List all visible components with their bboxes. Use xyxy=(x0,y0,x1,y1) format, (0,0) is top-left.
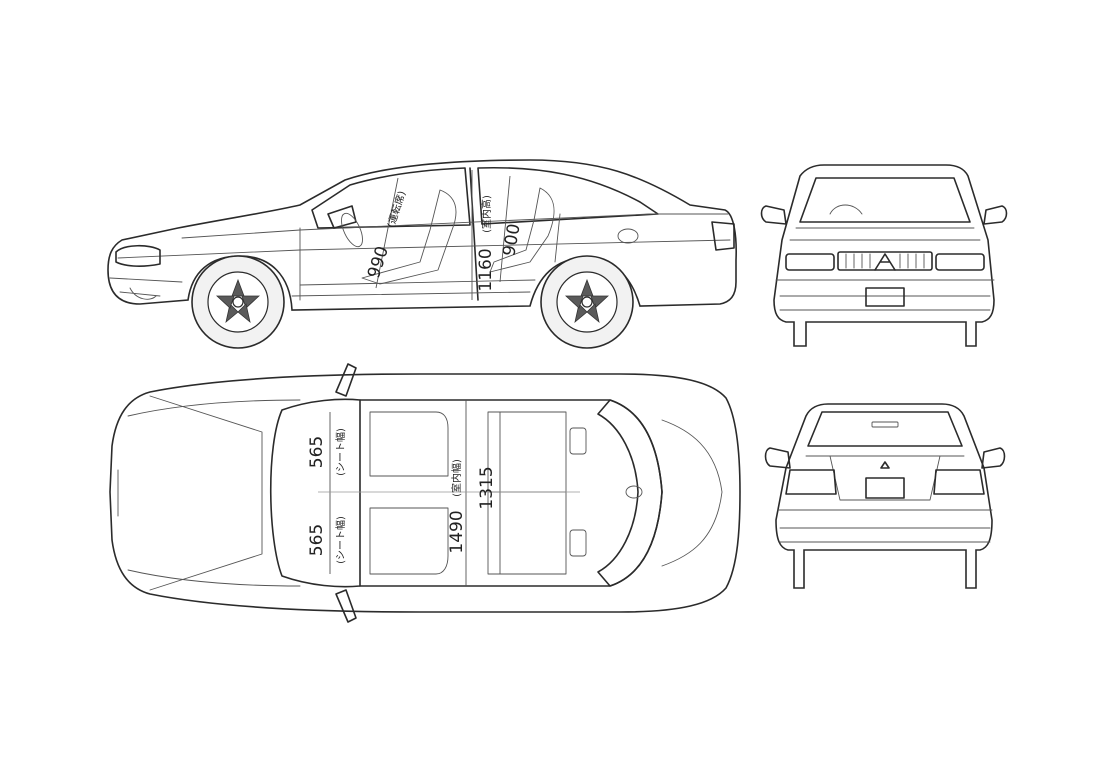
rear-emblem-icon xyxy=(880,461,890,469)
top-rear-window xyxy=(597,399,663,587)
front-mirror-left xyxy=(760,205,787,225)
front-emblem-icon xyxy=(874,253,896,271)
front-grille-bars xyxy=(845,253,925,269)
side-mirror xyxy=(327,205,357,229)
rear-taillamp-right xyxy=(933,469,985,495)
top-dim-track-value: 1315 xyxy=(477,466,497,509)
top-dim-interior-width-value: 1490 xyxy=(447,510,467,553)
side-view: 990 (運転席) 1160 (室内高) 900 xyxy=(107,159,737,349)
side-rear-wheel xyxy=(540,255,634,349)
top-front-seat-left xyxy=(369,411,449,477)
side-taillamp xyxy=(711,221,735,251)
rear-mirror-left xyxy=(764,447,791,469)
side-front-wheel xyxy=(191,255,285,349)
rear-third-brake-light xyxy=(871,421,899,428)
side-dim-rear-line xyxy=(499,175,511,283)
front-grille xyxy=(837,251,933,271)
rear-mirror-right xyxy=(981,447,1006,469)
top-rear-deck-vent-right xyxy=(569,529,587,557)
top-rear-deck-vent-left xyxy=(569,427,587,455)
front-mirror-right xyxy=(983,205,1008,225)
top-windshield xyxy=(269,398,361,588)
side-b-pillar xyxy=(469,167,479,301)
rear-window xyxy=(807,411,963,447)
side-rocker xyxy=(291,279,536,297)
front-headlamp-left xyxy=(785,253,835,271)
front-license-plate xyxy=(865,287,905,307)
side-dim-driver-line xyxy=(375,177,399,289)
rear-license-plate xyxy=(865,477,905,499)
top-mirror-left xyxy=(335,363,357,397)
rear-body-outline xyxy=(775,403,993,589)
rear-view xyxy=(764,403,1006,589)
side-beltline xyxy=(181,213,729,239)
top-mirror-right xyxy=(335,589,357,623)
side-dim-height-label: (室内高) xyxy=(480,195,493,233)
rear-bumper xyxy=(777,509,993,543)
top-body-outline xyxy=(109,373,741,613)
front-headlamp-right xyxy=(935,253,985,271)
side-front-seat xyxy=(361,189,457,285)
top-dim-seat-front-label: (シート幅) xyxy=(334,428,347,476)
side-front-bumper xyxy=(109,277,183,300)
top-front-seat-right xyxy=(369,507,449,575)
top-dim-interior-width-label: (室内幅) xyxy=(450,459,463,497)
top-view: 565 (シート幅) 565 (シート幅) 1490 (室内幅) 1315 xyxy=(109,363,741,623)
side-dim-height-value: 1160 xyxy=(476,248,496,291)
top-trunk-lines xyxy=(661,419,723,567)
side-headlamp xyxy=(115,244,161,267)
rear-taillamp-left xyxy=(785,469,837,495)
top-trunk-emblem xyxy=(625,485,643,499)
side-window-rear xyxy=(477,166,659,225)
front-windshield xyxy=(799,177,971,223)
top-hood-lines xyxy=(117,395,301,591)
side-fuel-door xyxy=(617,228,639,244)
top-dim-seat-rear-label: (シート幅) xyxy=(334,516,347,564)
top-dim-seat-rear-value: 565 xyxy=(307,524,327,556)
front-hood-lines xyxy=(789,204,981,241)
front-bumper xyxy=(775,279,995,311)
side-window-front xyxy=(311,167,471,229)
side-steering-wheel xyxy=(341,212,363,248)
top-dim-seat-front-value: 565 xyxy=(307,436,327,468)
front-view xyxy=(760,164,1008,347)
side-rear-seat xyxy=(489,187,555,273)
side-rear-door-edge xyxy=(554,213,561,263)
